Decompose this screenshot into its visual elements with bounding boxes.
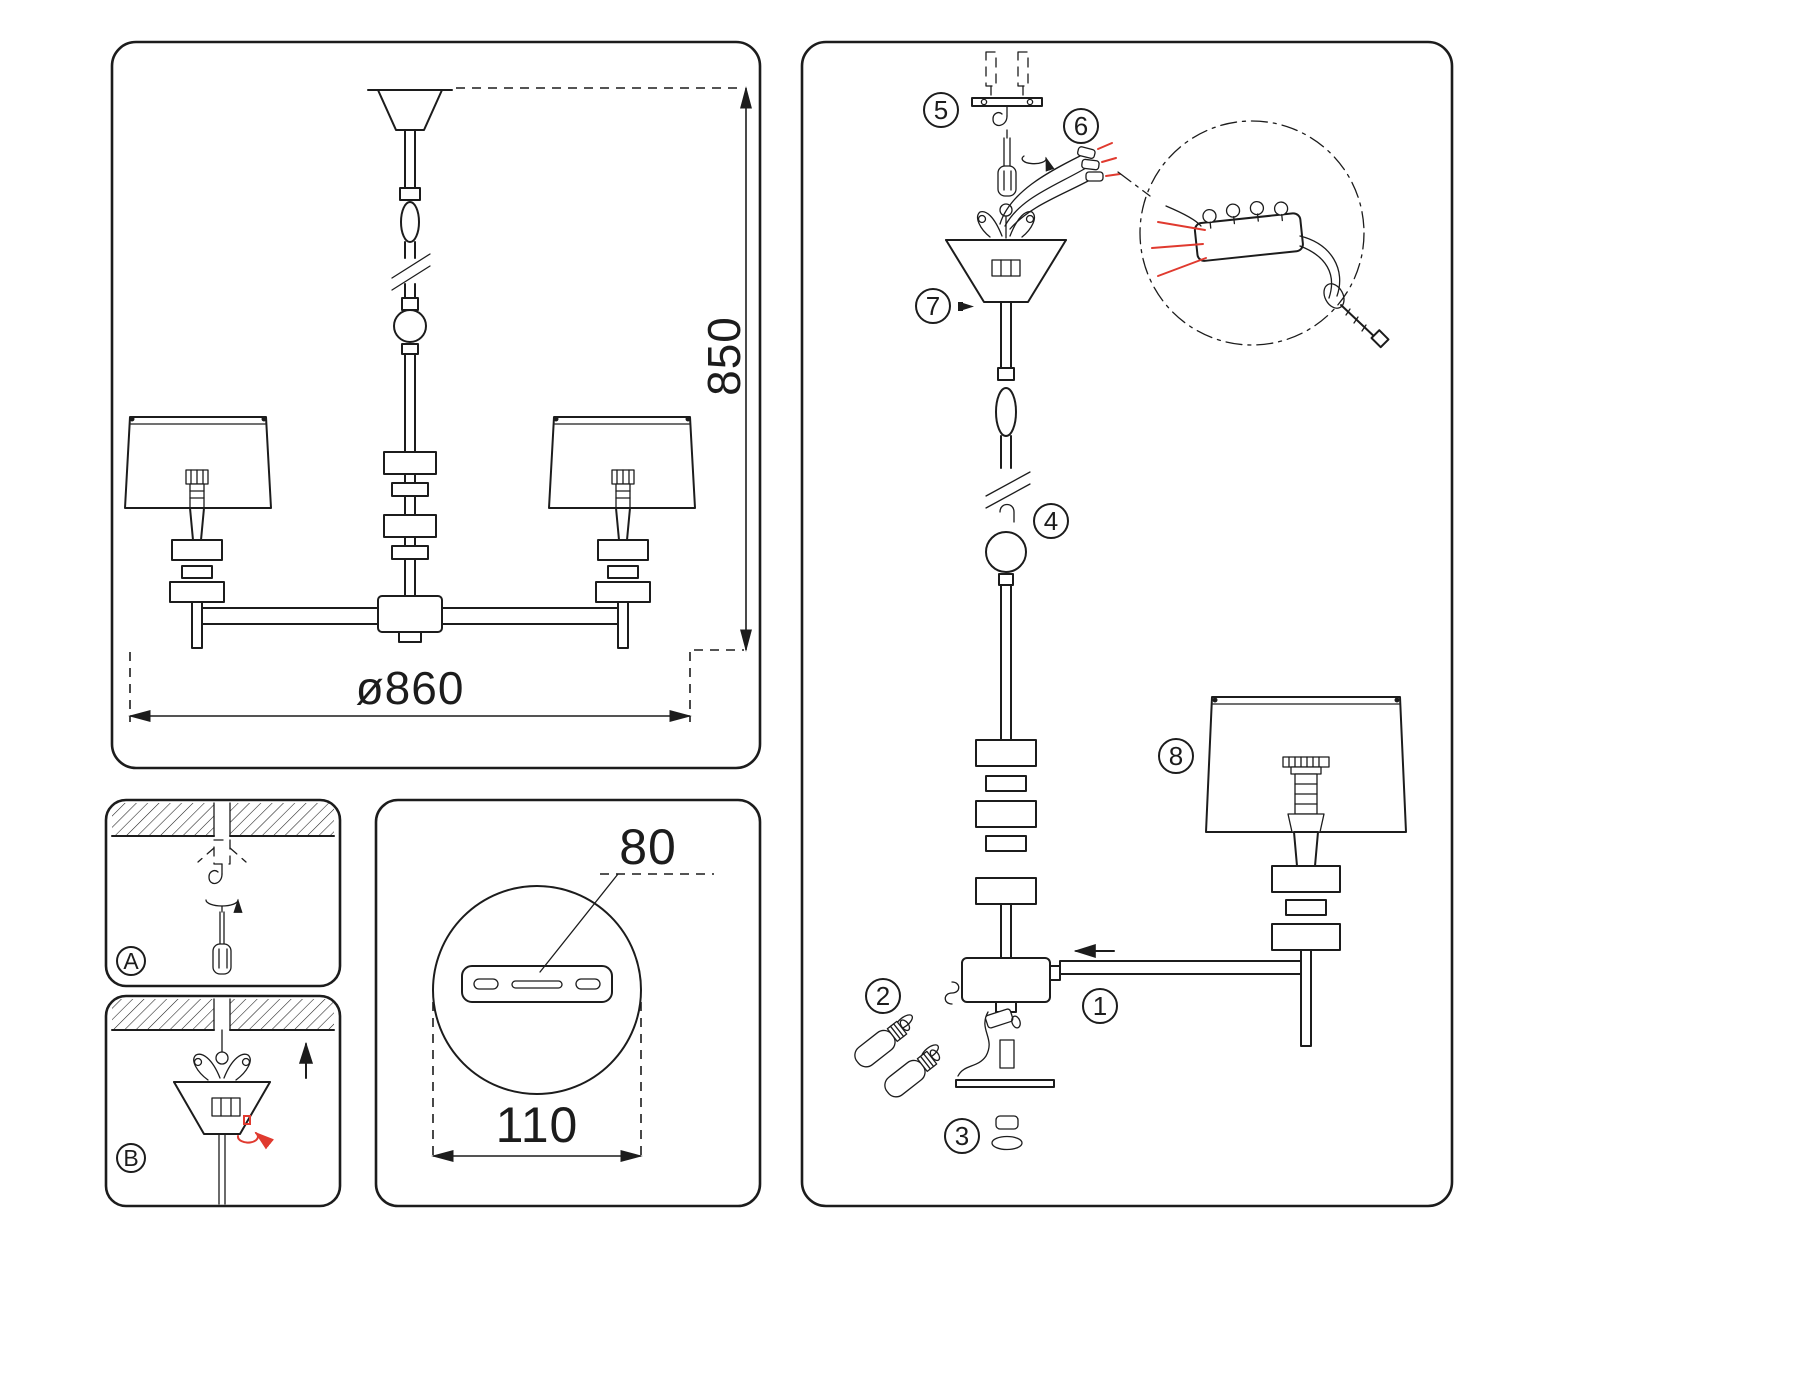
assembly-chain-column (975, 301, 1037, 959)
ceiling-fixing-parts (971, 51, 1055, 197)
step-8-badge (1158, 738, 1194, 774)
step-8-number: 8 (1169, 741, 1183, 771)
panel-overview: 850 ø860 (110, 40, 762, 770)
step-6-number: 6 (1074, 111, 1088, 141)
finial-parts (991, 1115, 1023, 1151)
assembly-canopy (945, 203, 1067, 303)
step-5-badge (923, 92, 959, 128)
step-4-badge (1033, 503, 1069, 539)
plate-dimension-value: 110 (496, 1097, 579, 1153)
assembly-hub-and-arm (961, 943, 1311, 1013)
step-3-number: 3 (955, 1121, 969, 1151)
panel-assembly: 5 6 (800, 40, 1454, 1208)
socket-and-bulb-parts (854, 981, 1055, 1098)
side-screw-icon (958, 302, 974, 311)
wire-connector-parts (999, 142, 1151, 230)
step-5-number: 5 (934, 95, 948, 125)
height-value: 850 (698, 316, 750, 396)
assembly-lamp-shade (1205, 696, 1407, 1047)
chandelier-center-column (196, 353, 624, 643)
spring-bracket-icon (193, 1029, 251, 1081)
step-7-badge (915, 288, 951, 324)
step-6-badge (1063, 108, 1099, 144)
canopy-cup-icon (173, 1081, 274, 1205)
plate-width-dimension: 110 (431, 1002, 643, 1162)
panel-a-badge (116, 946, 146, 976)
step-1-badge (1082, 988, 1118, 1024)
right-lamp-drawing (548, 416, 696, 649)
panel-canopy-detail: 80 110 (374, 798, 762, 1208)
left-lamp-drawing (124, 416, 272, 649)
diameter-dimension: ø860 (128, 652, 692, 722)
panel-b-letter: B (123, 1145, 138, 1171)
step-7-number: 7 (926, 291, 940, 321)
panel-step-a: A (104, 798, 342, 988)
slot-dimension-value: 80 (619, 819, 677, 875)
overview-panel-frame (110, 40, 762, 770)
terminal-block-detail (1139, 120, 1390, 349)
step-4-number: 4 (1044, 506, 1058, 536)
canopy-mounting-plate (461, 965, 613, 1003)
panel-b-badge (116, 1143, 146, 1173)
chandelier-canopy-drawing (367, 89, 453, 355)
panel-step-b: B (104, 994, 342, 1208)
step-2-badge (865, 978, 901, 1014)
step-2-number: 2 (876, 981, 890, 1011)
diameter-value: ø860 (356, 662, 465, 714)
canopy-plate-magnifier (432, 885, 642, 1095)
panel-a-letter: A (123, 948, 139, 974)
step-3-badge (944, 1118, 980, 1154)
screwdriver-icon (212, 905, 232, 975)
height-dimension: 850 (456, 86, 752, 652)
step-1-number: 1 (1093, 991, 1107, 1021)
panel-a-frame (104, 798, 342, 988)
